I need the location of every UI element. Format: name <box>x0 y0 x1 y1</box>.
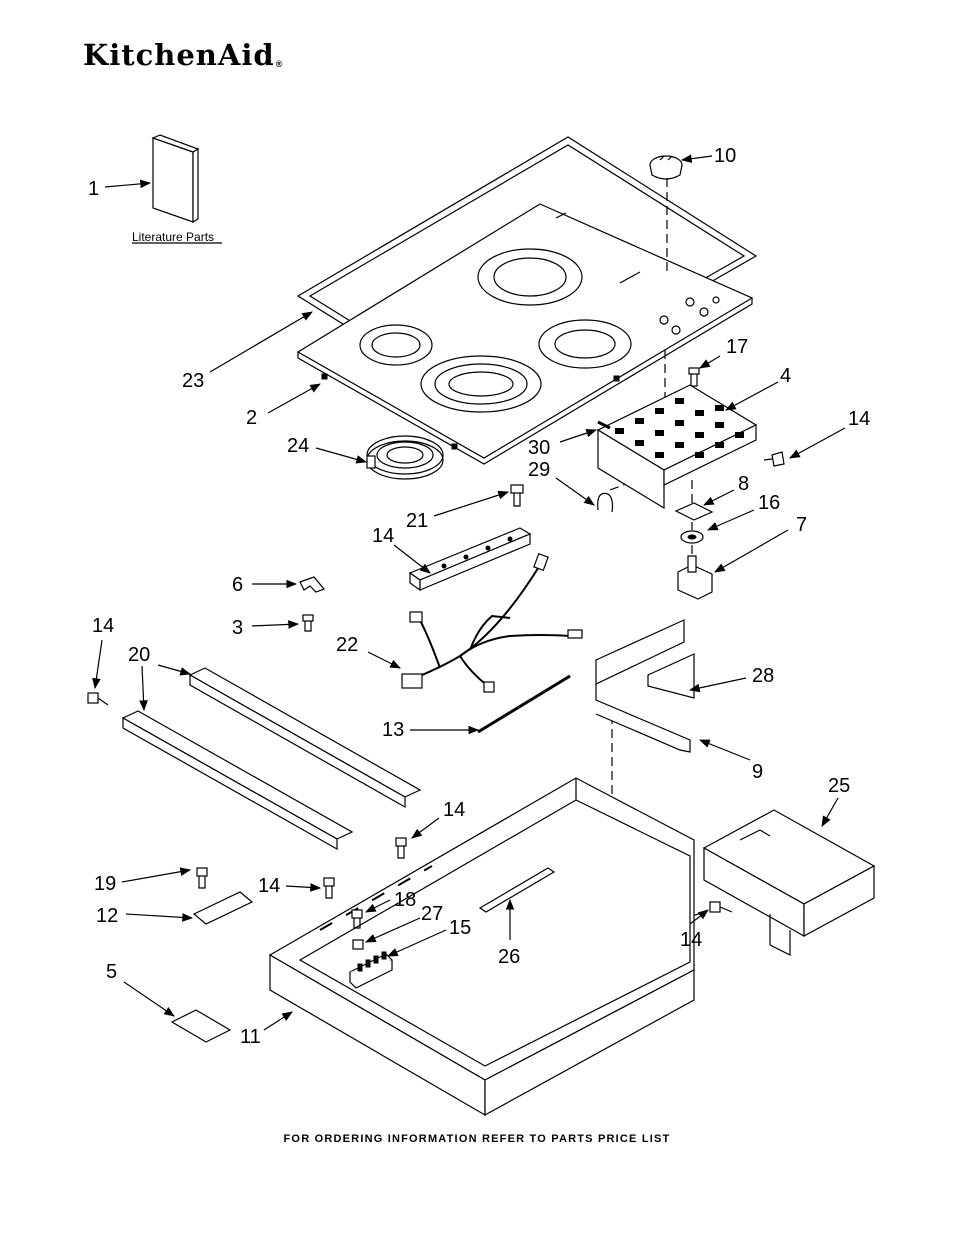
glass-cooktop <box>296 203 754 465</box>
callout-16: 16 <box>758 492 780 514</box>
callout-arrows <box>92 154 846 1031</box>
vent-slot <box>478 867 556 913</box>
terminal-block <box>348 951 394 989</box>
callout-22: 22 <box>336 634 358 656</box>
callout-9: 9 <box>752 761 763 783</box>
literature-booklet <box>151 134 200 224</box>
callout-12: 12 <box>96 905 118 927</box>
plate <box>170 1009 232 1043</box>
screw <box>87 692 109 706</box>
callout-14: 14 <box>443 799 465 821</box>
wire-harness <box>401 552 583 693</box>
rod <box>477 674 571 734</box>
mounting-plate <box>674 502 714 521</box>
callout-4: 4 <box>780 365 791 387</box>
callout-5: 5 <box>106 961 117 983</box>
mounting-rail <box>121 667 422 851</box>
wire-clip <box>299 576 326 593</box>
callout-24: 24 <box>287 435 309 457</box>
callout-26: 26 <box>498 946 520 968</box>
callout-2: 2 <box>246 407 257 429</box>
callout-14: 14 <box>680 929 702 951</box>
screw <box>510 484 524 507</box>
screw <box>196 867 208 889</box>
callout-23: 23 <box>182 370 204 392</box>
callout-18: 18 <box>394 889 416 911</box>
callout-14: 14 <box>848 408 870 430</box>
screw <box>688 367 700 387</box>
control-knob <box>649 155 683 180</box>
junction-box <box>702 809 876 956</box>
callout-11: 11 <box>240 1026 261 1048</box>
callout-8: 8 <box>738 473 749 495</box>
callout-7: 7 <box>796 514 807 536</box>
screw <box>395 837 407 859</box>
callout-15: 15 <box>449 917 471 939</box>
bracket <box>192 891 254 925</box>
nut <box>352 939 364 950</box>
washer <box>680 530 704 544</box>
infinite-switch <box>677 555 713 600</box>
callout-30: 30 <box>528 437 550 459</box>
callout-27: 27 <box>421 903 443 925</box>
callout-6: 6 <box>232 574 243 596</box>
screw <box>351 909 363 929</box>
callout-21: 14 <box>372 525 394 547</box>
screw <box>302 614 314 632</box>
base-pan <box>268 777 695 1117</box>
screw <box>763 451 785 467</box>
callout-25: 25 <box>828 775 850 797</box>
callout-3: 3 <box>232 617 243 639</box>
callout-13: 13 <box>382 719 404 741</box>
callout-1: 1 <box>88 178 99 200</box>
terminal-bracket <box>408 527 532 592</box>
control-bracket <box>596 384 758 510</box>
brand-logo: KitchenAid® <box>83 38 284 72</box>
callout-17: 17 <box>726 336 748 358</box>
heating-element <box>366 435 444 480</box>
support-bracket <box>595 619 695 753</box>
callout-14: 14 <box>92 615 114 637</box>
callout-14: 21 <box>406 510 428 532</box>
callout-29: 29 <box>528 459 550 481</box>
callout-14: 14 <box>258 875 280 897</box>
callout-20: 20 <box>128 644 150 666</box>
screw <box>709 901 733 913</box>
callout-28: 28 <box>752 665 774 687</box>
callout-19: 19 <box>94 873 116 895</box>
screw <box>323 877 335 899</box>
literature-caption: Literature Parts <box>132 230 214 244</box>
callout-10: 10 <box>714 145 736 167</box>
ordering-footer: FOR ORDERING INFORMATION REFER TO PARTS … <box>283 1133 671 1145</box>
callout-labels: 1 23 2 24 30 29 10 17 4 14 8 16 7 21 14 … <box>88 145 870 1048</box>
